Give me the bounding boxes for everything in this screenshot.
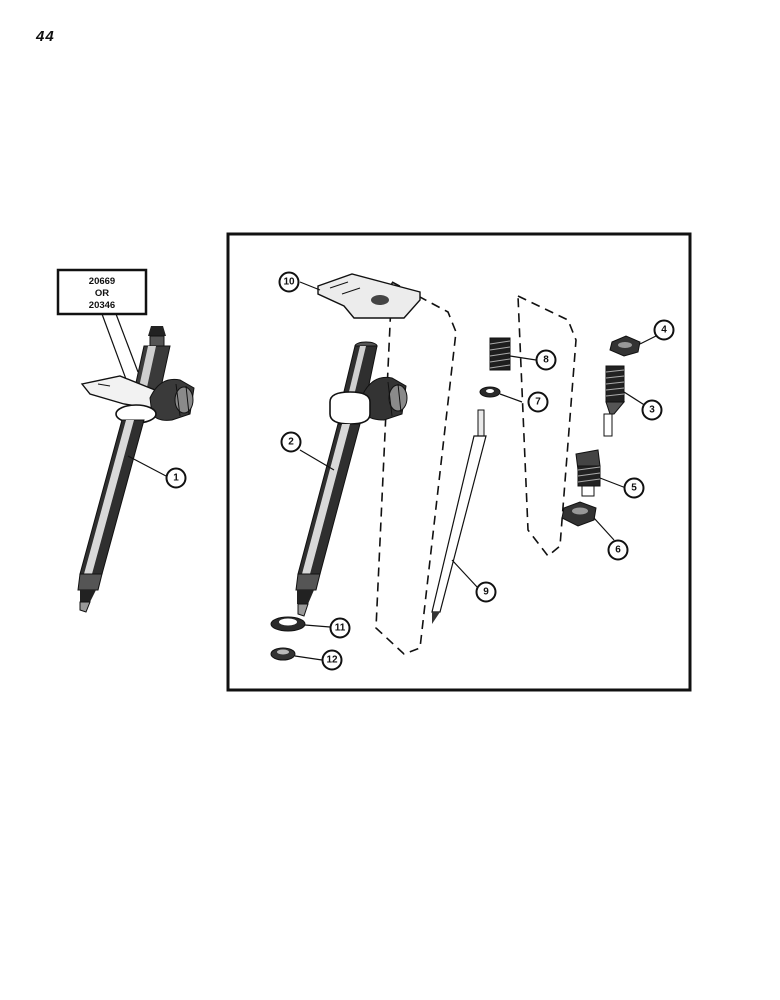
svg-text:5: 5: [631, 483, 637, 494]
callout-1: 1: [165, 467, 187, 489]
exploded-view-frame: [226, 232, 692, 692]
svg-text:11: 11: [335, 623, 346, 634]
svg-text:9: 9: [483, 587, 489, 598]
svg-text:10: 10: [283, 277, 295, 288]
svg-text:8: 8: [543, 355, 549, 366]
callout-8: 8: [535, 349, 557, 371]
callout-7: 7: [527, 391, 549, 413]
svg-text:4: 4: [661, 325, 667, 336]
callout-2: 2: [280, 431, 302, 453]
part-nozzle-nut: [270, 647, 323, 661]
part-spring: [489, 337, 537, 371]
callout-11: 11: [329, 617, 351, 639]
svg-text:6: 6: [615, 545, 621, 556]
callout-5: 5: [623, 477, 645, 499]
part-cap-fitting: [575, 449, 627, 497]
part-clamp-plate: [299, 273, 421, 319]
part-injector-body: [295, 341, 408, 617]
part-locknut: [609, 335, 657, 357]
svg-text:3: 3: [649, 405, 655, 416]
group-bracket-inner: [517, 294, 577, 558]
part-number-1: 20669: [89, 276, 115, 287]
svg-text:7: 7: [535, 397, 541, 408]
group-bracket-outer: [375, 280, 457, 655]
svg-text:1: 1: [173, 473, 179, 484]
part-needle: [431, 409, 487, 624]
part-number-2: 20346: [89, 300, 115, 311]
part-adjusting-screw: [603, 365, 647, 437]
part-washer: [270, 616, 331, 632]
svg-text:2: 2: [288, 437, 294, 448]
assembled-injector: 20669 OR 20346: [56, 268, 195, 613]
part-spring-seat: [479, 386, 523, 403]
part-cap-nut: [561, 501, 615, 541]
callout-10: 10: [278, 271, 300, 293]
callout-4: 4: [653, 319, 675, 341]
part-number-or: OR: [95, 288, 109, 299]
page-number: 44: [36, 28, 55, 45]
part-number-box: 20669 OR 20346: [56, 268, 148, 316]
callout-9: 9: [475, 581, 497, 603]
callout-12: 12: [321, 649, 343, 671]
svg-text:12: 12: [326, 655, 338, 666]
callout-3: 3: [641, 399, 663, 421]
callout-6: 6: [607, 539, 629, 561]
